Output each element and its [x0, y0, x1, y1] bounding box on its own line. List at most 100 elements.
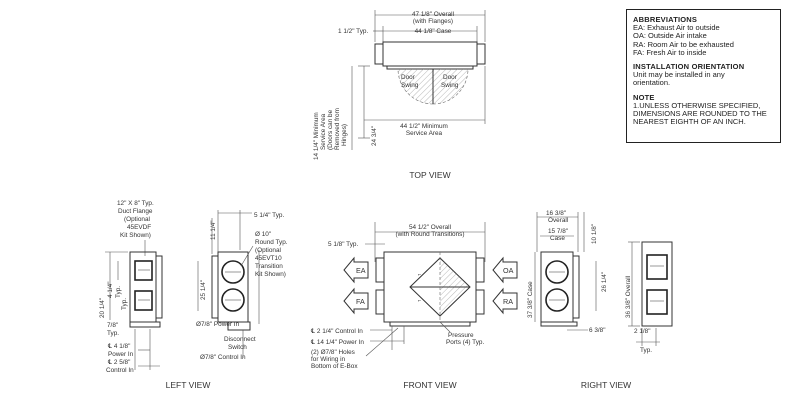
front-overall-sub: (with Round Transitions): [396, 231, 465, 238]
door-left-label-2: Swing: [401, 82, 419, 89]
ra-arrow: [492, 287, 518, 315]
front-base: [389, 321, 471, 327]
door-right-label-1: Door: [443, 74, 458, 81]
round-label-2: Round Typ.: [255, 239, 288, 246]
front-collar-oa: [475, 257, 485, 283]
oa-label: OA: [503, 266, 514, 275]
door-right-label-2: Swing: [441, 82, 459, 89]
top-unit-case: [382, 41, 478, 67]
orientation-heading: INSTALLATION ORIENTATION: [633, 62, 745, 72]
door-swing-right-hatch: [433, 69, 468, 104]
front-control-label: ℄ 2 1/4" Control In: [311, 328, 363, 335]
right-round-top: [545, 260, 569, 284]
left-view-title: LEFT VIEW: [166, 380, 211, 390]
front-d5-label: 5 1/8" Typ.: [328, 241, 358, 248]
d78-label: 7/8": [107, 322, 118, 329]
note-heading: NOTE: [633, 92, 655, 102]
left-view-side-b: 5 1/4" Typ. 11 1/4" 25 1/4" Ø 10" Round …: [166, 210, 288, 390]
service-h-label: 24 3/4": [371, 126, 378, 146]
note-line-3: NEAREST EIGHTH OF AN INCH.: [633, 117, 746, 127]
abbreviations-heading: ABBREVIATIONS: [633, 15, 698, 24]
front-collar-ea: [375, 257, 385, 283]
core-mark: ⌐: [418, 298, 421, 304]
pressure-leader: [439, 321, 451, 333]
right-back-panel-bottom: [646, 289, 668, 315]
abbr-oa: OA: Outside Air intake: [633, 31, 707, 41]
oa-arrow: [492, 256, 518, 284]
front-collar-fa: [375, 289, 385, 315]
service-v-label-5: Hinges): [341, 124, 348, 146]
disconnect-box: [227, 321, 251, 331]
service-width-sub: Service Area: [406, 130, 443, 137]
control-in-label: ℄ 2 5/8": [108, 359, 130, 366]
left-view-side-a: 12" X 8" Typ. Duct Flange (Optional 45EV…: [99, 200, 163, 374]
top-case-label: 44 1/8" Case: [415, 28, 452, 35]
front-holes-2: for Wiring in: [311, 356, 346, 363]
front-view-title: FRONT VIEW: [403, 380, 456, 390]
power-hole-label: Ø7/8" Power In: [196, 321, 240, 328]
right-overall-label: 16 3/8": [546, 210, 566, 217]
right-unit-back: [641, 241, 673, 327]
fa-label: FA: [356, 297, 365, 306]
flange-label-2: Duct Flange: [118, 208, 153, 215]
right-view: 16 3/8" Overall 15 7/8" Case 10 1/8" 37 …: [527, 210, 673, 390]
right-d36-label: 36 3/8" Overall: [625, 276, 632, 318]
door-left-label-1: Door: [401, 74, 416, 81]
ra-label: RA: [503, 297, 513, 306]
left-unit-side-a: [155, 255, 163, 319]
abbr-ea: EA: Exhaust Air to outside: [633, 23, 720, 33]
core-mark: ⌐: [418, 272, 421, 278]
right-overall-sub: Overall: [548, 217, 568, 224]
right-unit-side: [572, 255, 580, 319]
right-case-label: 15 7/8": [548, 228, 568, 235]
disconnect-label-1: Disconnect: [224, 336, 256, 343]
right-d10-label: 10 1/8": [591, 224, 598, 244]
service-v-label-4: Removed from: [334, 108, 341, 150]
right-d63-label: 6 3/8": [589, 327, 605, 334]
control-hole-label: Ø7/8" Control In: [200, 354, 246, 361]
d4-label: 4 1/4": [107, 282, 114, 298]
service-v-label-3: (Doors can be: [327, 109, 334, 150]
top-flange-left: [374, 43, 384, 65]
round-label-5: Transition: [255, 263, 283, 270]
right-d26-label: 26 1/4": [601, 272, 608, 292]
right-d37-label: 37 3/8" Case: [527, 281, 534, 318]
note-line-1: 1.UNLESS OTHERWISE SPECIFIED,: [633, 100, 761, 110]
round-label-4: 45EVT10: [255, 255, 282, 262]
door-swing-left-hatch: [398, 69, 433, 104]
door-swing-right-arc: [432, 68, 469, 105]
pressure-label-2: Ports (4) Typ.: [446, 339, 484, 346]
right-case-sub: Case: [550, 235, 565, 242]
top-flange-right: [476, 43, 486, 65]
d25-label: 25 1/4": [200, 280, 207, 300]
duct-flange-bottom: [134, 290, 153, 311]
abbr-ra: RA: Room Air to be exhausted: [633, 39, 734, 49]
d20-sub: Typ.: [121, 298, 128, 310]
orientation-line-1: Unit may be installed in any: [633, 70, 725, 80]
front-holes-3: Bottom of E-Box: [311, 363, 358, 370]
top-view-title: TOP VIEW: [409, 170, 450, 180]
note-line-2: DIMENSIONS ARE ROUNDED TO THE: [633, 109, 767, 119]
pressure-label-1: Pressure: [448, 332, 474, 339]
front-power-label: ℄ 14 1/4" Power In: [311, 339, 364, 346]
orientation-line-2: orientation.: [633, 78, 671, 88]
flange-label-3: (Optional: [124, 216, 150, 223]
front-collar-ra: [475, 289, 485, 315]
right-back-panel-top: [646, 254, 668, 280]
round-transition-top: [221, 260, 245, 284]
right-d2-label: 2 1/8": [634, 328, 650, 335]
power-in-sub: Power In: [108, 351, 134, 358]
flange-label-5: Kit Shown): [120, 232, 151, 239]
disconnect-label-2: Switch: [228, 344, 247, 351]
d4-sub: Typ.: [115, 286, 122, 298]
abbr-fa: FA: Fresh Air to inside: [633, 47, 707, 57]
left-unit-side-b: [211, 255, 219, 319]
flange-label-4: 45EVDF: [127, 224, 151, 231]
right-view-title: RIGHT VIEW: [581, 380, 631, 390]
service-v-label-2: Service Area: [320, 113, 327, 150]
duct-flange-top: [134, 260, 153, 281]
top-overall-label: 47 1/8" Overall: [412, 11, 454, 18]
holes-leader: [365, 327, 399, 357]
right-base: [540, 321, 578, 327]
